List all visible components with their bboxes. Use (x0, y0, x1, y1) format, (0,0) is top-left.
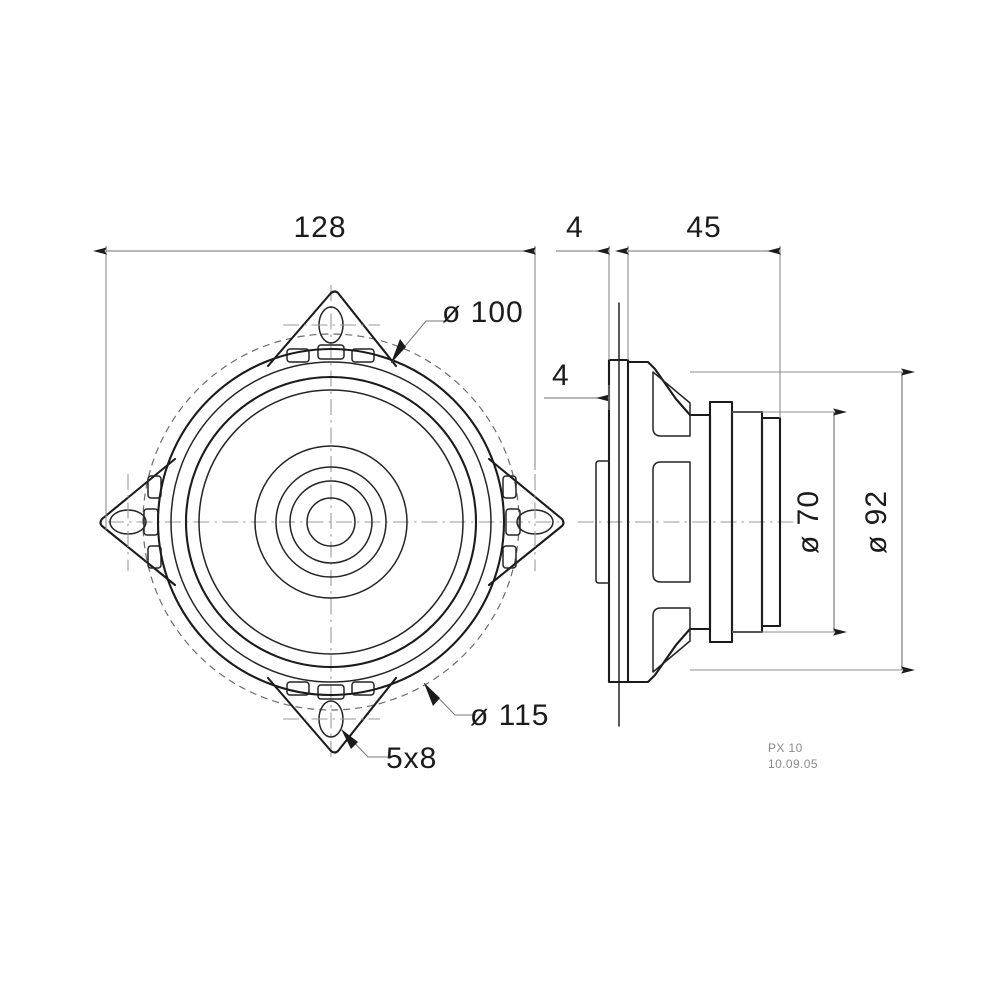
side-vent-upper (652, 371, 691, 437)
dimension-4-top-label: 4 (566, 211, 584, 244)
front-rim-inner (170, 361, 492, 683)
dimension-flange-thickness-side: 4 (544, 359, 610, 410)
side-view (578, 302, 800, 727)
dimension-d100-label: ø 100 (442, 296, 524, 329)
dimension-d70-label: ø 70 (792, 490, 825, 554)
dimension-45-label: 45 (686, 211, 721, 244)
dimension-d92-label: ø 92 (860, 490, 893, 554)
model-label: PX 10 (768, 741, 803, 755)
front-dustcap-outer (275, 466, 387, 578)
dimension-magnet-diameter: ø 70 (732, 408, 847, 636)
side-vent-middle (652, 461, 691, 583)
front-view (99, 285, 565, 760)
dimension-overall-width: 128 (93, 211, 536, 530)
bolt-circle-115 (142, 333, 520, 711)
front-dustcap-mid (289, 480, 373, 564)
date-label: 10.09.05 (768, 757, 818, 771)
front-outer-rim (156, 347, 506, 697)
dimension-depth: 45 (615, 211, 781, 418)
title-block: PX 10 10.09.05 (768, 741, 818, 771)
side-vent-lower (652, 607, 691, 673)
dimension-4-side-label: 4 (552, 359, 570, 392)
front-cone-edge (198, 389, 464, 655)
side-terminal-tab (595, 460, 610, 584)
dimension-128-label: 128 (293, 211, 346, 244)
mounting-tab-bottom (266, 676, 398, 754)
front-surround-outer (184, 375, 478, 669)
leader-bolt-circle: ø 115 (423, 682, 550, 732)
leader-cutout-diameter: ø 100 (390, 296, 524, 364)
front-cone-body (254, 445, 408, 599)
dimension-d115-label: ø 115 (470, 699, 550, 732)
dimension-basket-diameter: ø 92 (690, 368, 915, 674)
dimension-5x8-label: 5x8 (386, 742, 437, 775)
leader-slot-size: 5x8 (340, 728, 437, 775)
front-dustcap-inner (306, 497, 356, 547)
dimension-flange-thickness-top: 4 (556, 211, 629, 360)
